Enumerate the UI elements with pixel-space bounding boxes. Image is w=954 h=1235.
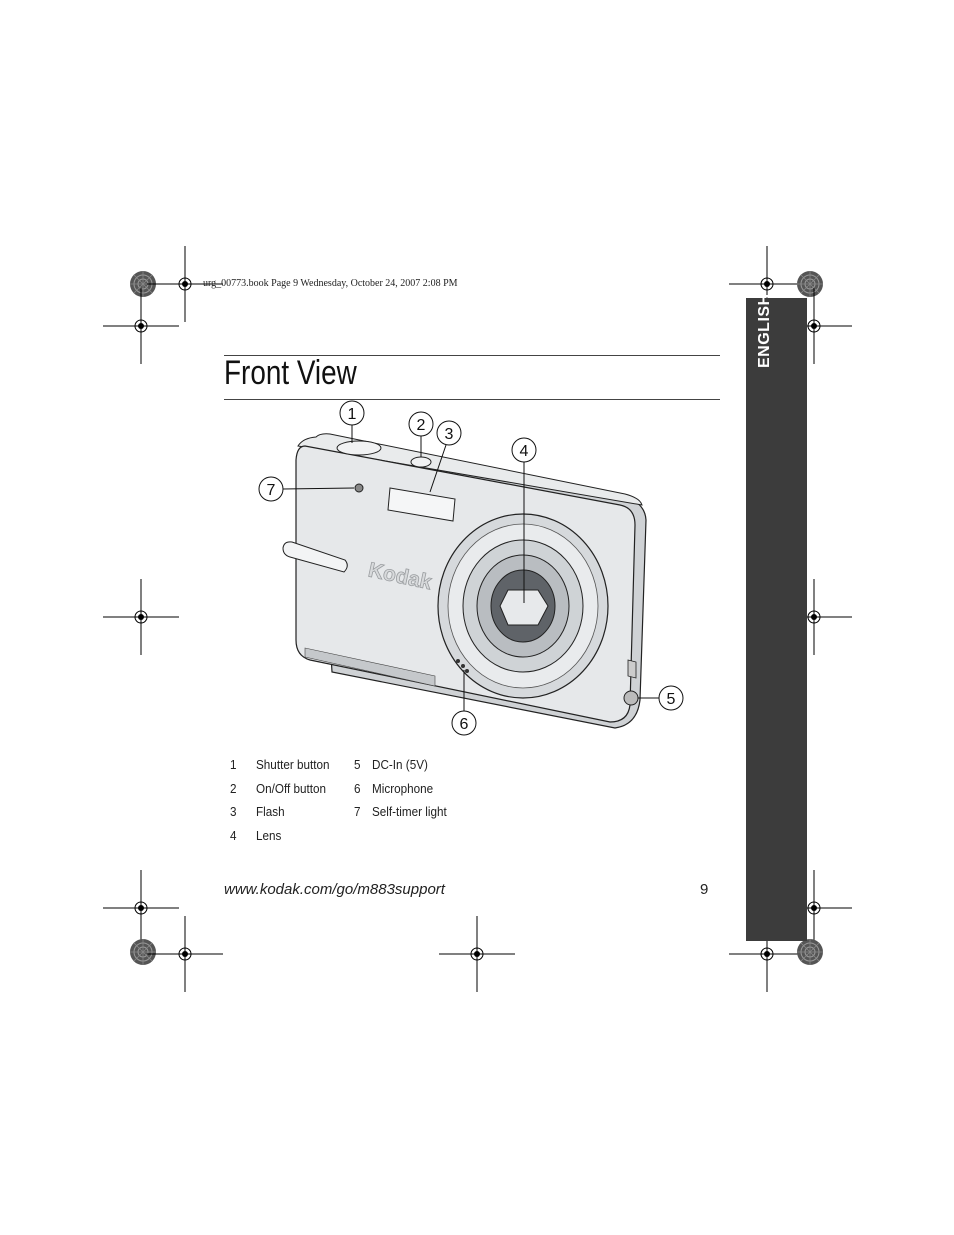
legend-label-7: Self-timer light bbox=[372, 804, 447, 819]
callout-5 bbox=[658, 685, 684, 711]
legend-label-2: On/Off button bbox=[256, 781, 327, 796]
callout-2-label: 2 bbox=[417, 417, 426, 434]
power-button bbox=[410, 456, 432, 468]
dc-in-port bbox=[623, 690, 639, 706]
microphone bbox=[456, 659, 460, 663]
callout-3 bbox=[436, 420, 462, 446]
legend-number-1: 1 bbox=[230, 757, 237, 772]
callout-1 bbox=[339, 400, 365, 426]
language-tab-label: ENGLISH bbox=[756, 293, 773, 368]
book-info-header: urg_00773.book Page 9 Wednesday, October… bbox=[203, 278, 458, 289]
legend-label-4: Lens bbox=[256, 828, 282, 843]
legend-number-5: 5 bbox=[354, 757, 361, 772]
callout-6 bbox=[451, 710, 477, 736]
callout-4 bbox=[511, 437, 537, 463]
legend-number-3: 3 bbox=[230, 804, 237, 819]
callout-3-label: 3 bbox=[445, 426, 454, 443]
legend-number-7: 7 bbox=[354, 804, 361, 819]
legend-label-1: Shutter button bbox=[256, 757, 330, 772]
legend-number-2: 2 bbox=[230, 781, 237, 796]
self-timer-light bbox=[354, 483, 364, 493]
callout-5-label: 5 bbox=[667, 691, 676, 708]
page-number: 9 bbox=[700, 881, 709, 898]
callout-6-label: 6 bbox=[460, 716, 469, 733]
flash bbox=[387, 487, 456, 522]
legend-number-6: 6 bbox=[354, 781, 361, 796]
title-rule-top bbox=[224, 355, 720, 356]
legend-number-4: 4 bbox=[230, 828, 237, 843]
support-url-link[interactable]: www.kodak.com/go/m883support bbox=[224, 881, 445, 898]
shutter-button bbox=[336, 440, 382, 456]
camera-front-illustration: Kodak 1 2 3 4 5 6 7 bbox=[258, 400, 684, 736]
title-rule-bottom bbox=[224, 399, 720, 400]
language-tab bbox=[746, 298, 807, 941]
strap-grip bbox=[282, 541, 348, 573]
page-title: Front View bbox=[224, 354, 357, 392]
legend-label-5: DC-In (5V) bbox=[372, 757, 428, 772]
callout-4-label: 4 bbox=[520, 443, 529, 460]
callout-2 bbox=[408, 411, 434, 437]
callout-1-label: 1 bbox=[348, 406, 357, 423]
legend-label-3: Flash bbox=[256, 804, 285, 819]
callout-7 bbox=[258, 476, 284, 502]
callout-7-label: 7 bbox=[267, 482, 276, 499]
legend-label-6: Microphone bbox=[372, 781, 434, 796]
